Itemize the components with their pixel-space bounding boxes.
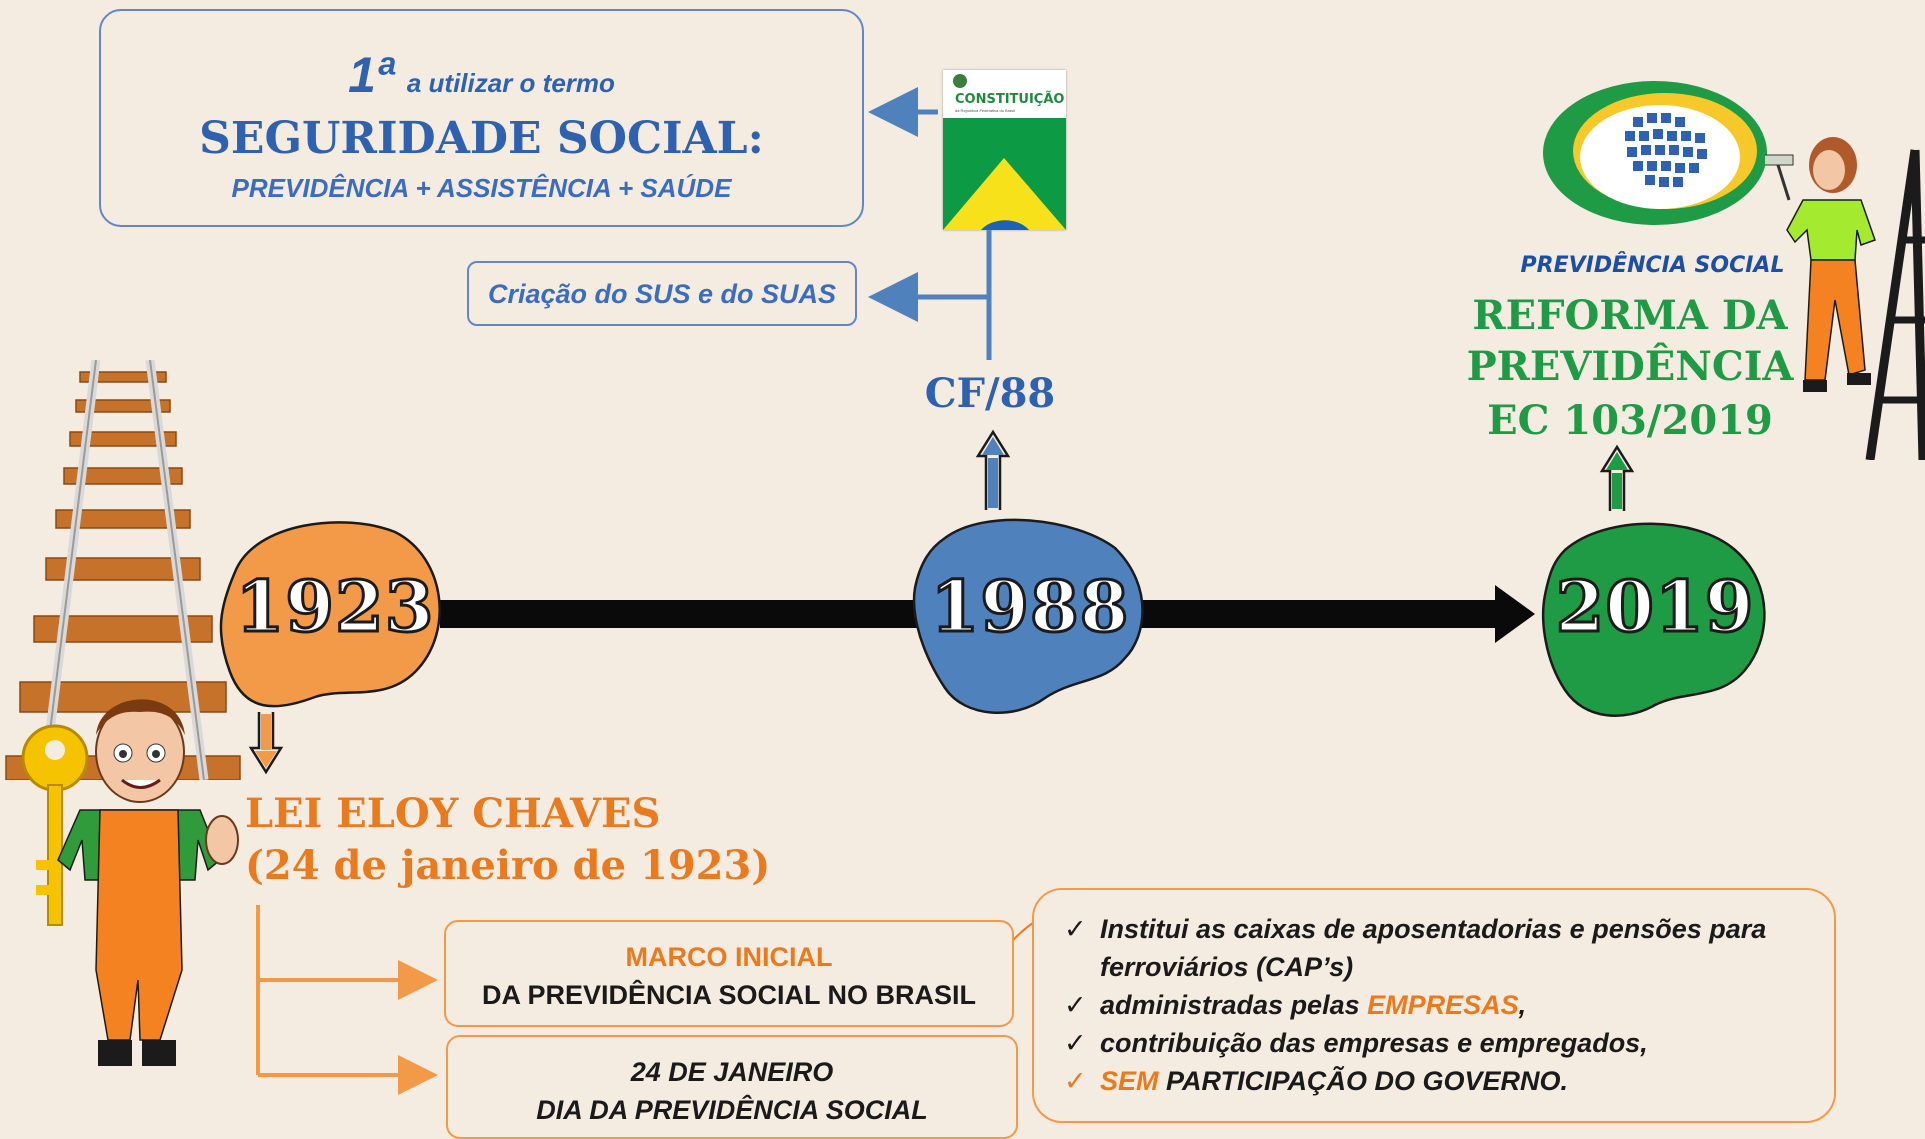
worker-with-key-illustration	[21, 699, 239, 1066]
reforma-line3: EC 103/2019	[1487, 397, 1773, 444]
year-1988: 1988	[929, 564, 1130, 650]
reforma-line2: PREVIDÊNCIA	[1466, 343, 1794, 390]
check-icon: ✓	[1064, 914, 1087, 944]
previdencia-social-logo: PREVIDÊNCIA SOCIAL	[1521, 75, 1784, 278]
caps-details-box: ✓ Institui as caixas de aposentadorias e…	[1032, 888, 1836, 1123]
year-2019: 2019	[1554, 564, 1755, 650]
down-arrow-1923	[248, 712, 284, 775]
up-arrow-1988	[975, 429, 1011, 510]
dia-line1: 24 DE JANEIRO	[630, 1057, 834, 1087]
seguridade-components: PREVIDÊNCIA + ASSISTÊNCIA + SAÚDE	[231, 173, 732, 203]
year-blob-2019	[1541, 522, 1766, 717]
check-icon: ✓	[1064, 1028, 1087, 1058]
marco-inicial-box: MARCO INICIAL DA PREVIDÊNCIA SOCIAL NO B…	[444, 920, 1014, 1027]
check-icon: ✓	[1064, 990, 1087, 1020]
caps-bullet-list: ✓ Institui as caixas de aposentadorias e…	[1064, 910, 1804, 1100]
seguridade-title: SEGURIDADE SOCIAL:	[199, 113, 764, 164]
constituicao-subtitle: da República Federativa do Brasil	[955, 108, 1016, 113]
check-icon: ✓	[1064, 1066, 1087, 1096]
dia-previdencia-box: 24 DE JANEIRO DIA DA PREVIDÊNCIA SOCIAL	[446, 1035, 1018, 1139]
sus-suas-box: Criação do SUS e do SUAS	[467, 261, 857, 326]
marco-line1: MARCO INICIAL	[625, 942, 833, 972]
seguridade-social-box: 1ª a utilizar o termo SEGURIDADE SOCIAL:…	[99, 9, 864, 227]
caps-item-1: ✓ Institui as caixas de aposentadorias e…	[1064, 910, 1804, 986]
year-1923: 1923	[234, 564, 435, 650]
previdencia-logo-text: PREVIDÊNCIA SOCIAL	[1520, 253, 1785, 278]
reforma-line1: REFORMA DA	[1472, 292, 1788, 339]
constituicao-title: CONSTITUIÇÃO	[955, 92, 1065, 107]
lei-eloy-date: (24 de janeiro de 1923)	[245, 842, 771, 889]
caps-item-4: ✓ SEM PARTICIPAÇÃO DO GOVERNO.	[1064, 1062, 1804, 1100]
marco-line2: DA PREVIDÊNCIA SOCIAL NO BRASIL	[481, 980, 977, 1010]
painter-girl-ladder-illustration	[1765, 137, 1925, 460]
sus-suas-text: Criação do SUS e do SUAS	[487, 279, 837, 309]
constituicao-book-cover: CONSTITUIÇÃO da República Federativa do …	[943, 70, 1066, 230]
brasao-icon	[953, 74, 967, 88]
caps-item-3: ✓ contribuição das empresas e empregados…	[1064, 1024, 1804, 1062]
year-blob-1988	[912, 518, 1144, 714]
ordinal-first: 1ª	[348, 47, 395, 103]
dia-line2: DIA DA PREVIDÊNCIA SOCIAL	[536, 1095, 928, 1125]
previdencia-swoosh-icon	[1543, 81, 1767, 225]
caps-item-2: ✓ administradas pelas EMPRESAS,	[1064, 986, 1804, 1024]
year-blob-1923	[219, 521, 441, 708]
lei-eloy-title: LEI ELOY CHAVES	[245, 790, 661, 837]
seguridade-subtitle: a utilizar o termo	[406, 68, 615, 98]
cf88-label: CF/88	[924, 370, 1056, 417]
brazil-flag-graphic	[943, 118, 1066, 230]
up-arrow-2019	[1599, 444, 1635, 511]
